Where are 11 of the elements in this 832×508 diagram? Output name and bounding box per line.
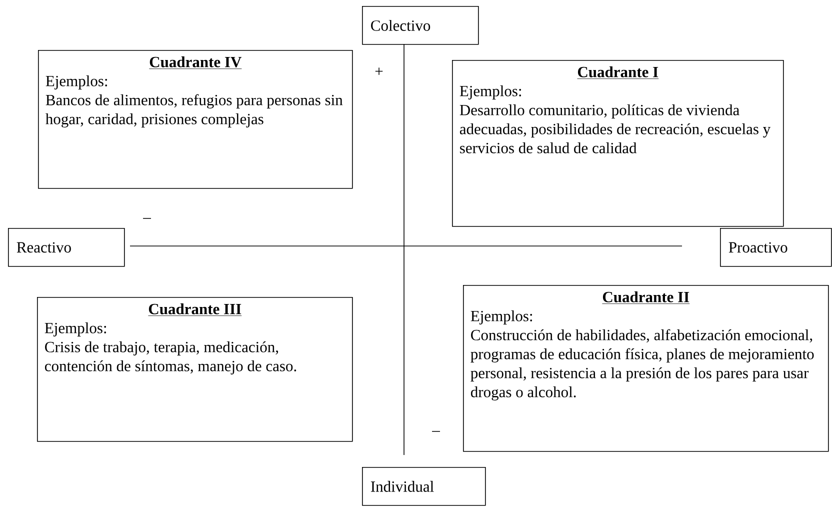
quadrant-box: Cuadrante III Ejemplos: Crisis de trabajo, terapia, medicación, contención de síntomas, manejo de caso. xyxy=(37,297,353,442)
axis-label-box: Individual xyxy=(362,467,486,506)
axis-label-box: Proactivo xyxy=(720,228,832,267)
axis-label-box: Colectivo xyxy=(362,6,479,45)
quadrant-box: Cuadrante II Ejemplos: Construcción de habilidades, alfabetización emocional, programas de educación física, planes de mejoramiento personal, resistencia a la presión de los pares para usar drogas o alcohol. xyxy=(463,285,829,452)
sign-label: – xyxy=(143,218,151,219)
sign-label: + xyxy=(375,68,383,75)
quadrant-box: Cuadrante I Ejemplos: Desarrollo comunitario, políticas de vivienda adecuadas, posibilidades de recreación, escuelas y servicios de salud de calidad xyxy=(452,60,784,227)
axis-label-box: Reactivo xyxy=(8,228,125,267)
sign-label: – xyxy=(432,431,440,432)
quadrant-box: Cuadrante IV Ejemplos: Bancos de alimentos, refugios para personas sin hogar, caridad, prisiones complejas xyxy=(38,50,353,189)
